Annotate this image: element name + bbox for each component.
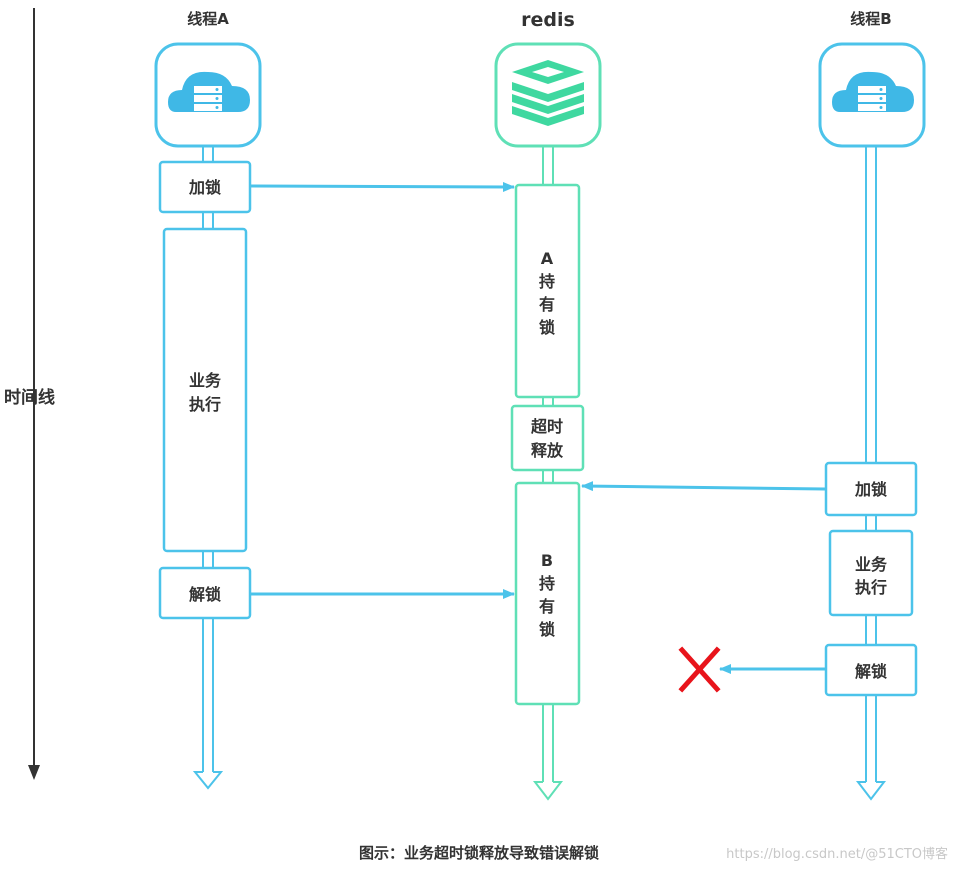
redis-title: redis <box>521 9 575 31</box>
svg-text:加锁: 加锁 <box>188 178 221 197</box>
svg-text:执行: 执行 <box>189 395 221 414</box>
svg-text:有: 有 <box>539 295 555 314</box>
redis-b-holds-lock: B 持 有 锁 <box>514 481 581 706</box>
cloud-server-icon <box>818 42 926 148</box>
thread-a-unlock-step: 解锁 <box>158 566 252 620</box>
svg-text:持: 持 <box>539 574 555 593</box>
svg-text:解锁: 解锁 <box>189 585 221 604</box>
thread-b-exec-step: 业务 执行 <box>828 529 914 617</box>
redis-timeout-release: 超时 释放 <box>510 404 585 472</box>
svg-text:执行: 执行 <box>855 578 887 597</box>
timeline-arrowhead <box>28 765 40 780</box>
arrow-b-lock-to-redis <box>581 481 826 492</box>
redis-icon <box>494 42 602 148</box>
svg-text:A: A <box>541 249 554 268</box>
watermark: https://blog.csdn.net/@51CTO博客 <box>726 847 948 862</box>
thread-b-unlock-step: 解锁 <box>824 643 918 697</box>
svg-text:锁: 锁 <box>539 318 555 337</box>
thread-a-exec-step: 业务 执行 <box>162 227 248 553</box>
thread-b-lock-step: 加锁 <box>824 461 918 517</box>
svg-text:锁: 锁 <box>539 620 555 639</box>
svg-text:业务: 业务 <box>189 371 222 390</box>
svg-text:释放: 释放 <box>531 441 564 460</box>
svg-text:超时: 超时 <box>530 417 563 436</box>
timeline-label: 时间线 <box>4 387 55 408</box>
svg-text:加锁: 加锁 <box>854 480 887 499</box>
figure-caption: 图示：业务超时锁释放导致错误解锁 <box>358 844 599 862</box>
svg-text:业务: 业务 <box>855 555 888 574</box>
thread-b-title: 线程B <box>850 10 891 28</box>
arrow-a-lock-to-redis <box>250 181 515 192</box>
thread-a-title: 线程A <box>187 10 229 28</box>
cloud-server-icon <box>154 42 262 148</box>
redis-a-holds-lock: A 持 有 锁 <box>514 183 581 399</box>
svg-text:B: B <box>541 551 553 570</box>
svg-text:有: 有 <box>539 597 555 616</box>
svg-text:持: 持 <box>539 272 555 291</box>
svg-text:解锁: 解锁 <box>855 662 887 681</box>
x-icon <box>678 646 721 693</box>
thread-a-lock-step: 加锁 <box>158 160 252 214</box>
